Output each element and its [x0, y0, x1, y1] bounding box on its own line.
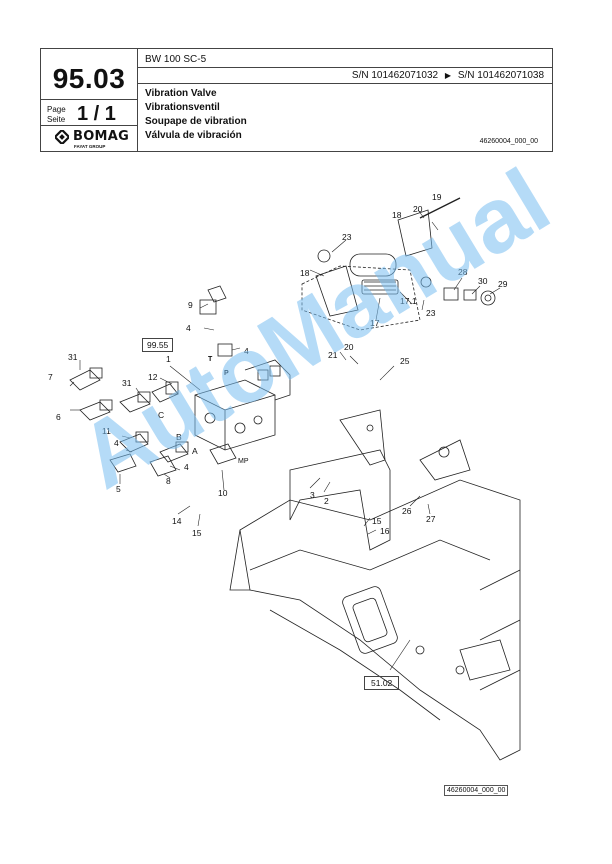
callout-label: 15	[192, 528, 202, 538]
title-fr: Soupape de vibration	[145, 116, 247, 127]
callout-label: 20	[413, 204, 423, 214]
callout-label: 31	[68, 352, 78, 362]
callout-label: B	[176, 432, 182, 442]
callout-label: P	[224, 370, 229, 377]
logo-diamond-icon	[55, 130, 69, 144]
callout-label: 18	[300, 268, 310, 278]
part-titles: Vibration Valve Vibrationsventil Soupape…	[145, 87, 247, 143]
section-number: 95.03	[52, 63, 126, 94]
callout-label: 20	[344, 342, 354, 352]
callout-label: 17.1	[400, 296, 417, 306]
serial-to: S/N 101462071038	[457, 70, 544, 81]
arrow-right-icon: ▶	[444, 71, 452, 80]
callout-label: 12	[148, 372, 158, 382]
title-de: Vibrationsventil	[145, 102, 220, 113]
bomag-logo: BOMAG FAYAT GROUP	[55, 128, 133, 150]
model-name: BW 100 SC-5	[145, 54, 207, 65]
callout-label: 25	[400, 356, 410, 366]
serial-range: S/N 101462071032 ▶ S/N 101462071038	[348, 70, 544, 81]
logo-subtext: FAYAT GROUP	[74, 144, 106, 149]
page-label-de: Seite	[47, 115, 66, 124]
callout-label: 5	[116, 484, 121, 494]
callout-label: 30	[478, 276, 488, 286]
callout-label: 4	[244, 346, 249, 356]
callout-label: MP	[238, 458, 249, 465]
bracket	[289, 409, 471, 551]
callout-label: 8	[166, 476, 171, 486]
callout-label: 23	[342, 232, 352, 242]
title-en: Vibration Valve	[145, 88, 217, 99]
title-es: Válvula de vibración	[145, 130, 242, 141]
callout-label refbox: 51.02	[364, 676, 400, 690]
divider	[137, 83, 552, 84]
callout-label: 16	[380, 526, 390, 536]
leader-lines	[69, 209, 501, 671]
callout-label: 18	[392, 210, 402, 220]
callout-label: C	[158, 410, 165, 420]
vibration-valve-block	[194, 359, 291, 451]
callout-label: 9	[188, 300, 193, 310]
callout-label: 27	[426, 514, 436, 524]
callout-label: 1	[166, 354, 171, 364]
title-block: 95.03 Page Seite 1 / 1 BOMAG FAYAT GROUP…	[40, 48, 553, 152]
callout-label: 7	[48, 372, 53, 382]
machine-frame	[229, 479, 521, 761]
callout-label: 14	[172, 516, 182, 526]
exploded-view-diagram	[69, 197, 521, 761]
callout-label: 6	[56, 412, 61, 422]
callout-label: A	[192, 446, 198, 456]
fittings	[69, 285, 237, 477]
callout-label: 28	[458, 267, 468, 277]
callout-label: 17	[370, 318, 380, 328]
callout-label: 31	[122, 378, 132, 388]
logo-name: BOMAG	[73, 129, 130, 144]
callout-label: 3	[310, 490, 315, 500]
callout-label refbox: 99.55	[142, 338, 174, 352]
page-number: 1 / 1	[77, 103, 116, 125]
callout-label: 23	[426, 308, 436, 318]
callout-label: 10	[218, 488, 228, 498]
callout-label: 2	[324, 496, 329, 506]
divider	[137, 67, 552, 68]
callout-label: 4	[114, 438, 119, 448]
accumulator-group	[301, 197, 496, 331]
divider	[41, 99, 137, 100]
callout-label: 19	[432, 192, 442, 202]
callout-layer: 19 20 18 23 18 28 30 29 17.1 23 17 9 4 4…	[40, 170, 560, 810]
page-label: Page	[47, 105, 66, 114]
footer-drawing-number: 46260004_000_00	[444, 785, 509, 796]
callout-label: 15	[372, 516, 382, 526]
callout-label: 4	[186, 323, 191, 333]
callout-label: 21	[328, 350, 338, 360]
callout-label: T	[208, 356, 213, 363]
divider	[41, 125, 137, 126]
serial-from: S/N 101462071032	[351, 70, 439, 81]
callout-label: 11	[102, 426, 111, 436]
callout-label: 26	[402, 506, 412, 516]
drawing-number: 46260004_000_00	[479, 138, 538, 145]
divider	[137, 49, 138, 151]
callout-label: 29	[498, 279, 508, 289]
callout-label: 4	[184, 462, 189, 472]
